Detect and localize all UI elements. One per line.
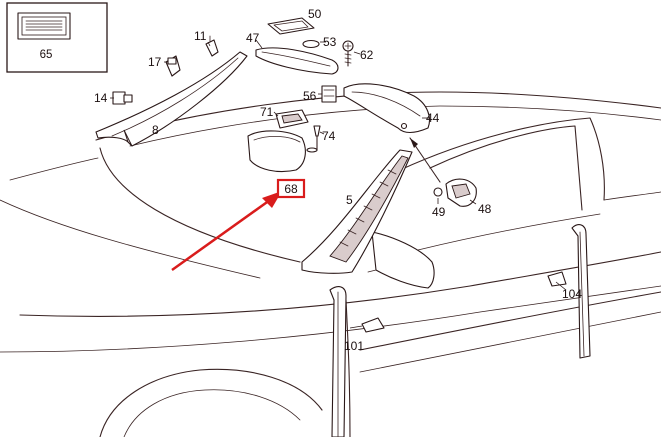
rear-quarter-line xyxy=(603,191,661,201)
wheel-arch xyxy=(99,368,323,437)
part-50-vanity-cover xyxy=(267,17,315,35)
part-68-rear-view-mirror xyxy=(247,130,306,173)
part-62-screw xyxy=(342,40,354,67)
part-5-pillar-trim xyxy=(301,149,413,274)
part-11-clip xyxy=(205,35,219,57)
leader-arrowhead xyxy=(410,138,418,148)
hood-top-line xyxy=(9,157,99,181)
callout-101: 101 xyxy=(344,339,364,353)
roof-line xyxy=(95,91,661,141)
part-8-a-pillar-trim xyxy=(95,51,248,147)
callout-48: 48 xyxy=(478,202,492,216)
roof-inner-line xyxy=(129,105,661,147)
side-mirror xyxy=(371,231,435,289)
callout-56: 56 xyxy=(303,89,317,103)
callout-labels: 50 11 47 53 62 17 14 56 44 8 71 74 68 5 … xyxy=(94,7,582,353)
callout-68: 68 xyxy=(284,182,298,196)
callout-8: 8 xyxy=(152,123,159,137)
wheel-arch-inner xyxy=(123,389,301,437)
callout-44: 44 xyxy=(426,111,440,125)
part-44-sun-visor-right xyxy=(343,83,431,134)
inset-label: 65 xyxy=(40,49,53,61)
side-window-frame xyxy=(399,117,605,201)
part-49-washer xyxy=(433,187,443,197)
door-front-edge xyxy=(345,299,351,437)
callout-47: 47 xyxy=(246,31,260,45)
door-lower-line xyxy=(359,291,661,351)
hood-crease xyxy=(0,199,261,279)
callout-14: 14 xyxy=(94,91,108,105)
side-window-inner xyxy=(429,125,583,211)
callout-62: 62 xyxy=(360,48,374,62)
callout-5: 5 xyxy=(346,193,353,207)
callout-74: 74 xyxy=(322,129,336,143)
inset-label-plate xyxy=(17,12,71,40)
door-top-line xyxy=(417,213,601,251)
highlight-68 xyxy=(171,178,306,272)
callout-49: 49 xyxy=(432,205,446,219)
part-104-rear-seal xyxy=(547,224,591,359)
part-71-mirror-mount xyxy=(275,109,309,129)
belt-line xyxy=(19,251,661,317)
part-48-clip xyxy=(445,178,477,207)
inset-box: 65 xyxy=(6,2,108,73)
callout-17: 17 xyxy=(148,55,162,69)
part-47-sun-visor xyxy=(255,47,339,75)
highlight-arrow-shaft xyxy=(171,198,271,272)
callout-50: 50 xyxy=(308,7,322,21)
part-17-clip xyxy=(165,55,181,77)
callout-11: 11 xyxy=(194,29,207,43)
part-53-washer xyxy=(302,39,320,49)
windshield-edge xyxy=(99,147,301,263)
callout-71: 71 xyxy=(260,105,274,119)
car-body-outline xyxy=(0,91,661,437)
part-14-connector xyxy=(112,91,133,105)
leader-lines xyxy=(110,39,567,329)
callout-53: 53 xyxy=(323,35,337,49)
highlight-box xyxy=(276,178,306,199)
part-101-door-seal xyxy=(329,286,385,437)
sill-line xyxy=(359,311,661,373)
callout-104: 104 xyxy=(562,287,582,301)
part-56-bracket xyxy=(321,85,337,103)
part-74-screw xyxy=(306,125,321,153)
side-crease-line xyxy=(0,285,661,353)
